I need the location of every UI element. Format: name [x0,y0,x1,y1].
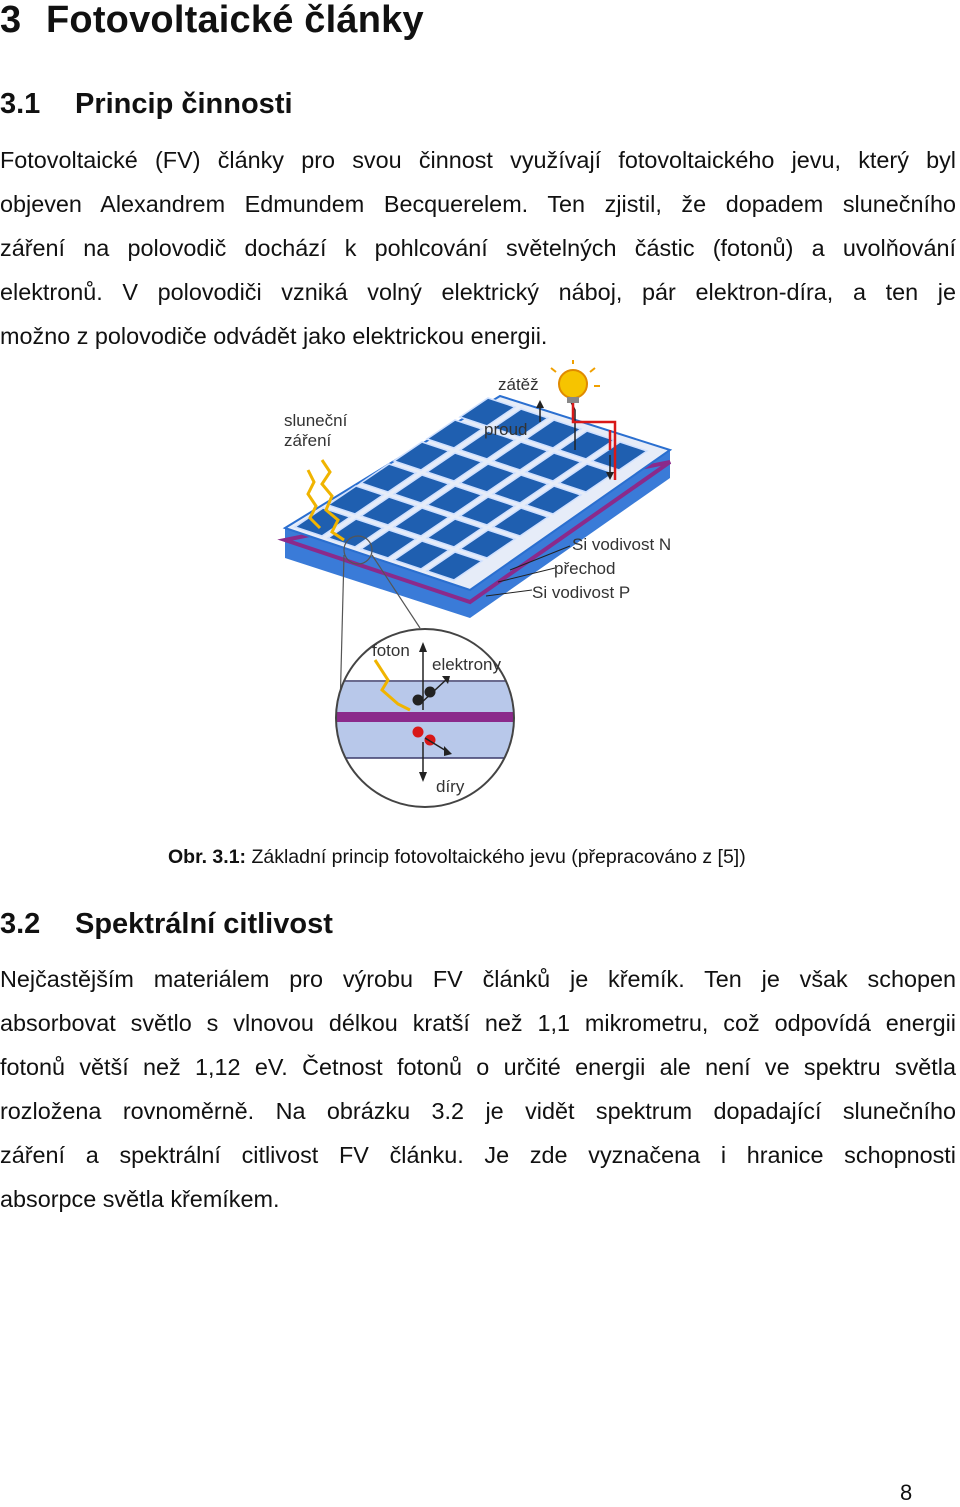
hole-icon [412,726,424,738]
zoom-line-right [371,554,421,629]
solar-cells [293,397,649,581]
zoom-line-left [339,554,345,711]
zoom-source-circle [343,535,373,565]
caption-text: Základní princip fotovoltaického jevu (p… [246,846,746,868]
paragraph-line: rozložena rovnoměrně. Na obrázku 3.2 je … [0,1098,956,1124]
section-title: Princip činnosti [75,88,293,120]
electron-icon [412,694,424,706]
hole-arrow-head [444,746,452,756]
label-p-layer: Si vodivost P [532,583,630,602]
section-number: 3.1 [0,88,41,120]
label-current: proud [484,420,527,439]
section-title: Spektrální citlivost [75,908,333,940]
paragraph-line: absorpce světla křemíkem. [0,1186,280,1212]
label-sun-line2: záření [284,431,332,450]
panel-side [285,450,670,618]
zoom-detail [336,629,514,807]
label-junction: přechod [554,559,615,578]
photon-ray [373,659,411,712]
callout-line-n [509,545,571,571]
pv-diagram: sluneční záření zátěž proud Si vodivost … [277,360,673,808]
figure-photovoltaic-principle: sluneční záření zátěž proud Si vodivost … [270,360,690,820]
bulb-icon [550,360,600,403]
chapter-heading: 3 Fotovoltaické články [0,0,424,40]
label-holes: díry [436,777,465,796]
section-heading-3-1: 3.1 Princip činnosti [0,88,293,120]
section-heading-3-2: 3.2 Spektrální citlivost [0,908,333,940]
current-arrow-head [536,400,544,408]
paragraph-line: absorbovat světlo s vlnovou délkou kratš… [0,1010,956,1036]
paragraph-line: záření na polovodič dochází k pohlcování… [0,235,956,261]
paragraph-spektralni: Nejčastějším materiálem pro výrobu FV čl… [0,957,956,1221]
callout-line-junction [497,567,556,583]
wire-negative [569,399,576,450]
paragraph-line: objeven Alexandrem Edmundem Becquerelem.… [0,191,956,217]
return-arrow-head [606,472,614,480]
caption-label: Obr. 3.1: [168,846,247,868]
paragraph-line: elektronů. V polovodiči vzniká volný ele… [0,279,956,305]
paragraph-line: záření a spektrální citlivost FV článku.… [0,1142,956,1168]
callout-line-p [485,589,533,597]
sunlight-icon [306,459,345,542]
electron-arrow-head [442,676,450,684]
wire-loop [571,400,617,480]
label-load: zátěž [498,375,539,394]
label-n-layer: Si vodivost N [572,535,671,554]
chapter-number: 3 [0,0,22,41]
label-sun-line1: sluneční [284,411,348,430]
page-number: 8 [900,1480,913,1505]
paragraph-line: Fotovoltaické (FV) články pro svou činno… [0,147,956,173]
photon-arrow-head [419,642,427,652]
paragraph-line: fotonů větší než 1,12 eV. Četnost fotonů… [0,1054,956,1080]
holes-arrow-head [419,772,427,782]
label-electrons: elektrony [432,655,501,674]
section-number: 3.2 [0,908,41,940]
paragraph-line: Nejčastějším materiálem pro výrobu FV čl… [0,966,956,992]
label-photon: foton [372,641,410,660]
zoom-circle-outline [335,628,515,808]
chapter-title: Fotovoltaické články [46,0,424,41]
paragraph-line: možno z polovodiče odvádět jako elektric… [0,323,548,349]
paragraph-princip: Fotovoltaické (FV) články pro svou činno… [0,138,956,358]
figure-caption: Obr. 3.1: Základní princip fotovoltaické… [168,845,746,869]
electron-icon [424,686,436,698]
